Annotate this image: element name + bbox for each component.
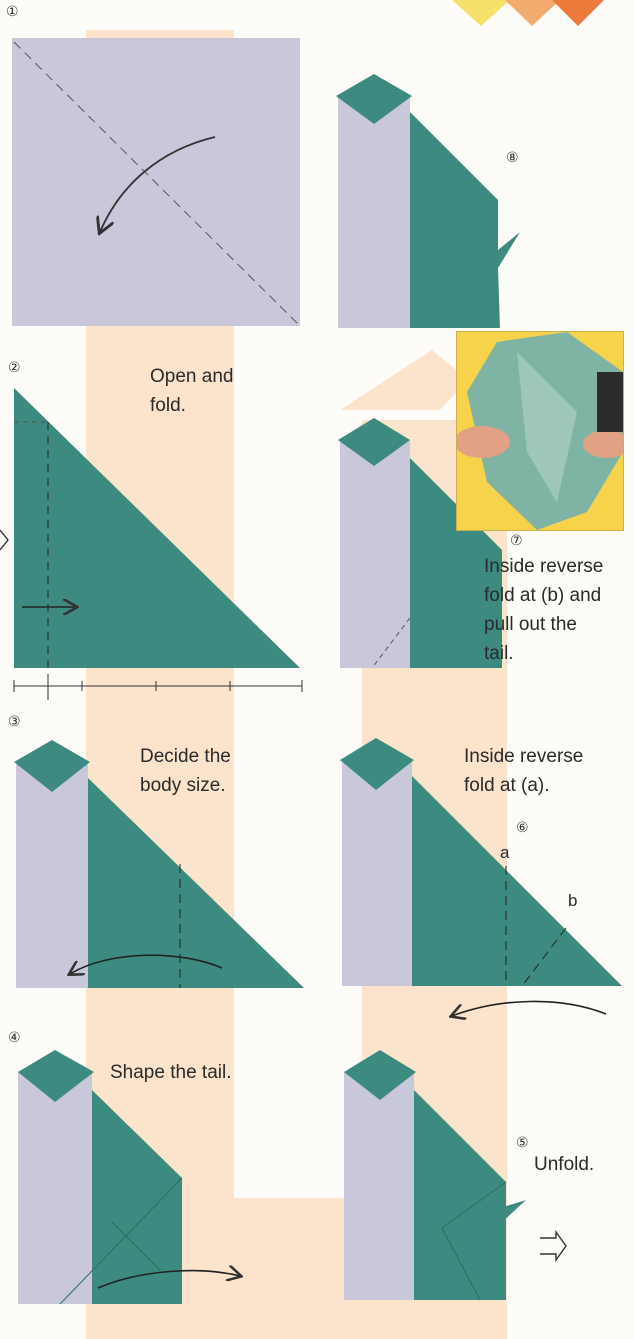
- step7-line1: Inside reverse: [484, 552, 603, 581]
- step6-instruction: Inside reverse fold at (a).: [464, 742, 583, 800]
- edge-arrow-icon: [0, 530, 8, 550]
- step5-instruction: Unfold.: [534, 1150, 594, 1179]
- step6-line1: Inside reverse: [464, 742, 583, 771]
- step1-square-sheet: [12, 38, 300, 326]
- step5-number: ⑤: [516, 1135, 529, 1151]
- step3-instruction: Decide the body size.: [140, 742, 231, 800]
- step7-line2: fold at (b) and: [484, 581, 603, 610]
- step4-number: ④: [8, 1030, 21, 1046]
- step2-number: ②: [8, 360, 21, 376]
- decorative-diamonds: [452, 0, 604, 26]
- step6-marker-a: a: [500, 838, 509, 867]
- step7-number: ⑦: [510, 533, 523, 549]
- step4-instruction: Shape the tail.: [110, 1058, 231, 1087]
- step6-marker-b: b: [568, 886, 577, 915]
- step7-instruction: Inside reverse fold at (b) and pull out …: [484, 552, 603, 668]
- hands-folding-photo: [456, 331, 624, 531]
- step8-number: ⑧: [506, 150, 519, 166]
- step7-line4: tail.: [484, 639, 603, 668]
- step3-number: ③: [8, 714, 21, 730]
- step2-line2: fold.: [150, 391, 233, 420]
- step2-instruction: Open and fold.: [150, 362, 233, 420]
- step2-line1: Open and: [150, 362, 233, 391]
- step1-number: ①: [6, 4, 19, 20]
- step6-line2: fold at (a).: [464, 771, 583, 800]
- step7-line3: pull out the: [484, 610, 603, 639]
- step8-figure: [336, 74, 520, 328]
- band-gap: [234, 985, 362, 1198]
- step3-line1: Decide the: [140, 742, 231, 771]
- step3-line2: body size.: [140, 771, 231, 800]
- next-step-arrow-icon: [540, 1232, 566, 1260]
- step6-number: ⑥: [516, 820, 529, 836]
